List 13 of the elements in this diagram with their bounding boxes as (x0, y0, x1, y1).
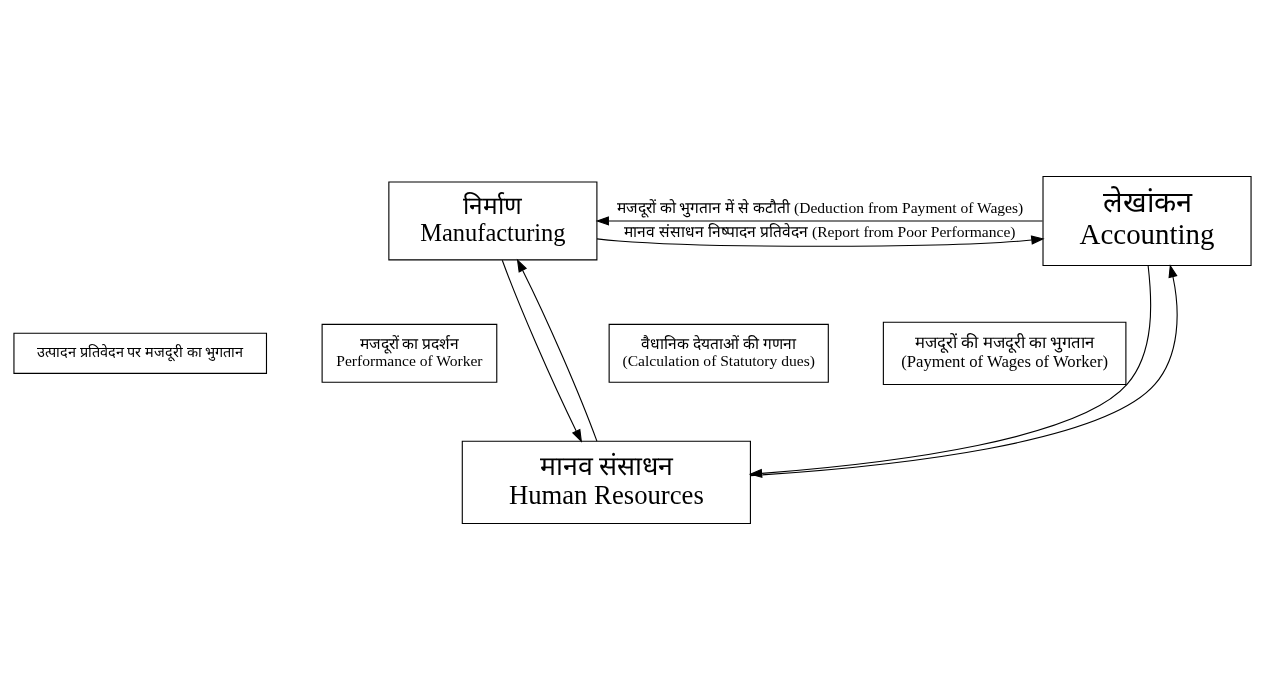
arrow (596, 235, 1045, 247)
node-box: निर्माण Manufacturing (388, 181, 598, 261)
arrow (516, 258, 598, 442)
node-box: मजदूरों की मजदूरी का भुगतान (Payment of Wages of Worker) (882, 321, 1127, 386)
edge-label: मानव संसाधन निष्पादन प्रतिवेदन (Report from Poor Performance) (624, 222, 1016, 240)
arrow (595, 216, 1044, 226)
node-box: मजदूरों का प्रदर्शन Performance of Worker (321, 323, 498, 383)
node-box: मानव संसाधन Human Resources (461, 440, 751, 525)
edge-label: मजदूरों को भुगतान में से कटौती (Deduction from Payment of Wages) (616, 199, 1024, 217)
node-box: लेखांकन Accounting (1042, 175, 1252, 266)
node-box: उत्पादन प्रतिवेदन पर मजदूरी का भुगतान (13, 332, 268, 374)
node-box: वैधानिक देयताओं की गणना (Calculation of Statutory dues) (608, 323, 829, 383)
arrow (501, 259, 583, 443)
